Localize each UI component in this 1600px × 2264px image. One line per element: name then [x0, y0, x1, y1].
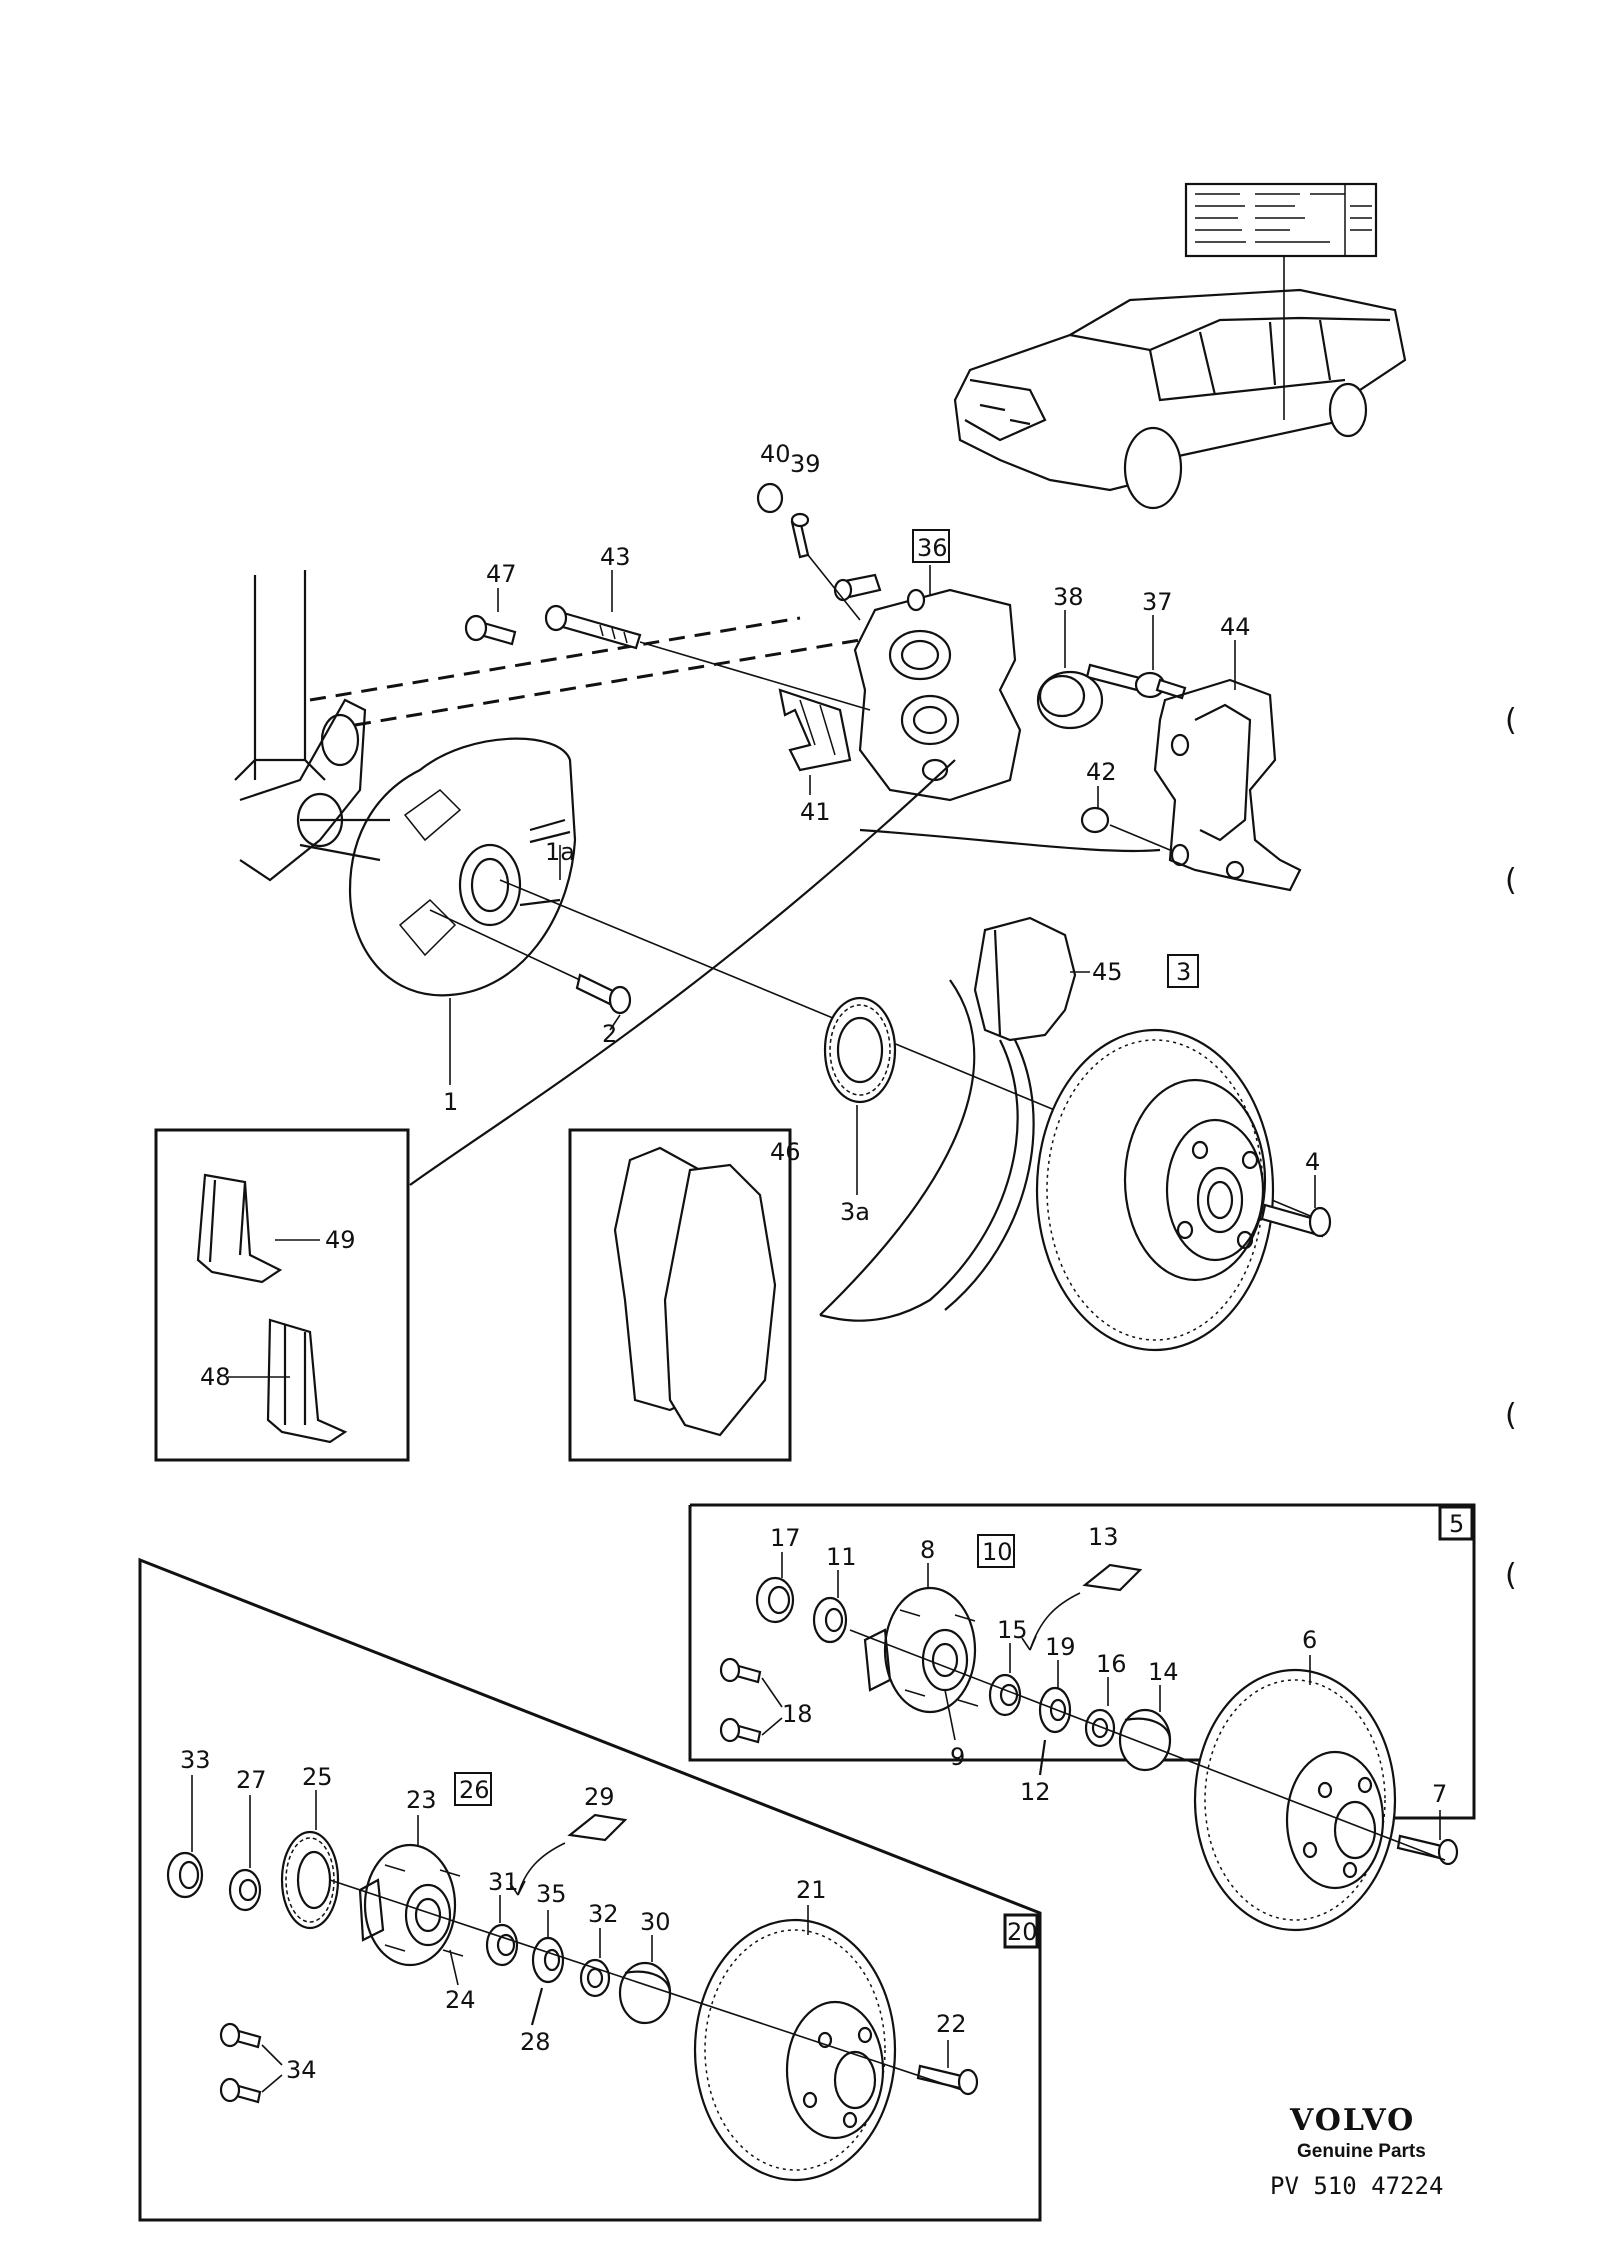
label-1: 1	[443, 1088, 458, 1116]
caliper-icon	[833, 573, 1022, 802]
boxed-labels: 36 3 10 5 26 20	[454, 529, 1464, 1946]
strut-knuckle	[234, 570, 390, 882]
pad-spring-49	[196, 1173, 283, 1284]
svg-text:(: (	[1505, 703, 1517, 738]
label-46: 46	[770, 1138, 801, 1166]
brake-disc-icon	[1035, 1028, 1275, 1352]
brake-pad-icon	[973, 916, 1077, 1042]
label-39: 39	[790, 450, 821, 478]
label-30: 30	[640, 1908, 671, 1936]
splash-shield	[348, 737, 577, 997]
label-35: 35	[536, 1880, 567, 1908]
bolt-47	[464, 614, 517, 646]
car-icon	[953, 182, 1407, 510]
label-3: 3	[1176, 958, 1191, 986]
brake-pad-46	[613, 1146, 777, 1437]
label-15: 15	[997, 1616, 1028, 1644]
label-13: 13	[1088, 1523, 1119, 1551]
brand-block: VOLVO Genuine Parts PV 510 47224	[1270, 2103, 1443, 2200]
part-code: PV 510 47224	[1270, 2172, 1443, 2200]
label-27: 27	[236, 1766, 267, 1794]
label-12: 12	[1020, 1778, 1051, 1806]
label-17: 17	[770, 1524, 801, 1552]
brake-disc-6	[1193, 1668, 1397, 1932]
label-20: 20	[1007, 1918, 1038, 1946]
label-9: 9	[950, 1743, 965, 1771]
label-3a: 3a	[840, 1198, 870, 1226]
caliper-carrier	[1153, 678, 1302, 892]
bolt-43	[544, 604, 642, 650]
label-45: 45	[1092, 958, 1123, 986]
label-26: 26	[459, 1776, 490, 1804]
label-14: 14	[1148, 1658, 1179, 1686]
label-18: 18	[782, 1700, 813, 1728]
margin-marks: ( ( ( (	[1505, 703, 1517, 1593]
wheel-hub-2	[358, 1843, 464, 1967]
brand-logo: VOLVO	[1289, 2103, 1415, 2138]
label-43: 43	[600, 543, 631, 571]
label-29: 29	[584, 1783, 615, 1811]
svg-text:(: (	[1505, 1558, 1517, 1593]
wheel-hub-icon	[863, 1586, 979, 1714]
label-4: 4	[1305, 1148, 1320, 1176]
label-41: 41	[800, 798, 831, 826]
label-33: 33	[180, 1746, 211, 1774]
label-16: 16	[1096, 1650, 1127, 1678]
label-6: 6	[1302, 1626, 1317, 1654]
svg-text:(: (	[1505, 863, 1517, 898]
label-44: 44	[1220, 613, 1251, 641]
label-34: 34	[286, 2056, 317, 2084]
label-10: 10	[982, 1538, 1013, 1566]
label-7: 7	[1432, 1780, 1447, 1808]
brand-tagline: Genuine Parts	[1297, 2141, 1426, 2162]
label-25: 25	[302, 1763, 333, 1791]
label-22: 22	[936, 2010, 967, 2038]
label-23: 23	[406, 1786, 437, 1814]
abs-ring	[823, 996, 897, 1104]
label-31: 31	[488, 1868, 519, 1896]
label-37: 37	[1142, 588, 1173, 616]
label-19: 19	[1045, 1633, 1076, 1661]
bolt-2	[575, 973, 632, 1015]
label-42: 42	[1086, 758, 1117, 786]
label-48: 48	[200, 1363, 231, 1391]
pad-spring-48	[266, 1318, 348, 1444]
label-1a: 1a	[545, 838, 575, 866]
label-32: 32	[588, 1900, 619, 1928]
slide-plate-41	[778, 688, 852, 772]
brake-disc-21	[693, 1918, 897, 2182]
label-47: 47	[486, 560, 517, 588]
label-28: 28	[520, 2028, 551, 2056]
label-5: 5	[1449, 1510, 1464, 1538]
guide-pin-37	[1085, 663, 1187, 700]
label-2: 2	[602, 1020, 617, 1048]
label-21: 21	[796, 1876, 827, 1904]
label-49: 49	[325, 1226, 356, 1254]
label-11: 11	[826, 1543, 857, 1571]
svg-text:(: (	[1505, 1398, 1517, 1433]
label-8: 8	[920, 1536, 935, 1564]
part-labels: 1 1a 2 3a 4 6 7 8 9 11 12 13 14 15 16 17…	[180, 440, 1447, 2084]
label-40: 40	[760, 440, 791, 468]
label-24: 24	[445, 1986, 476, 2014]
label-38: 38	[1053, 583, 1084, 611]
label-36: 36	[917, 534, 948, 562]
